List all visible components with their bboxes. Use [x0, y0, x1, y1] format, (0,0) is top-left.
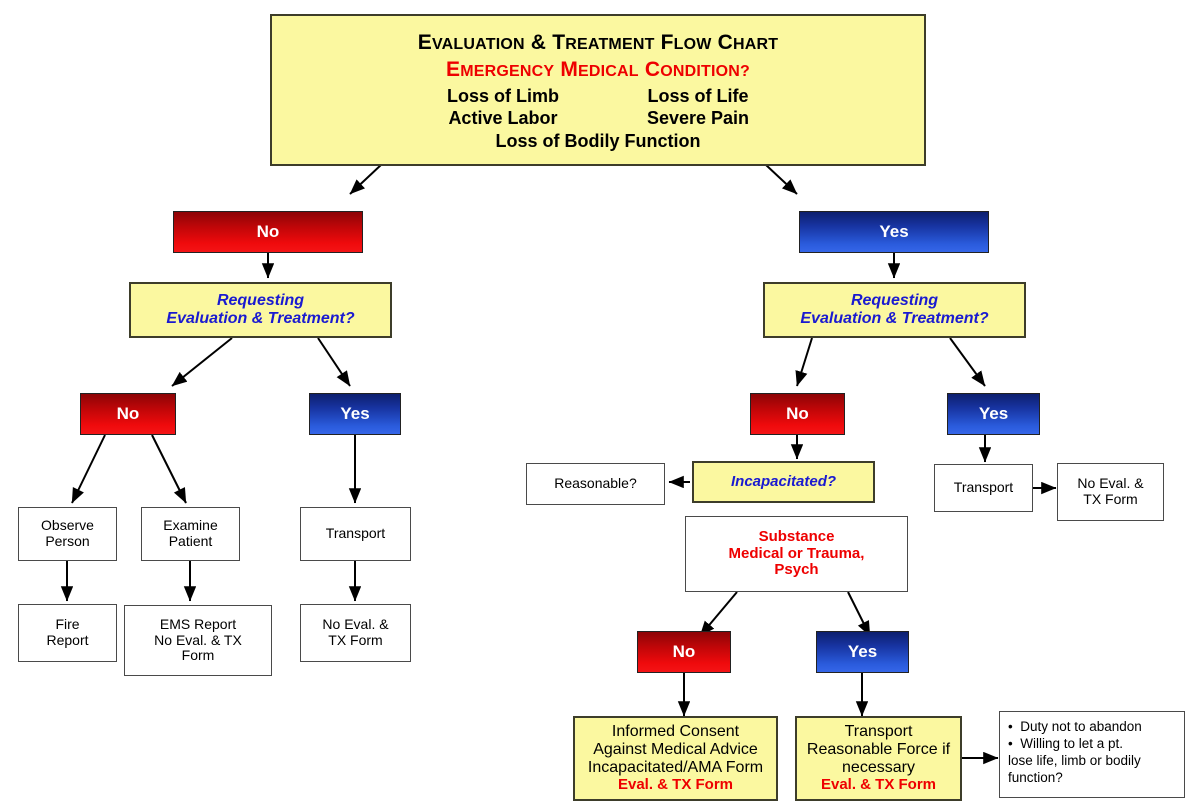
substance-line1: Substance — [758, 527, 835, 545]
informed-consent-line3: Incapacitated/AMA Form — [587, 759, 764, 777]
edge-left-no-to-observe — [71, 434, 106, 504]
examine-patient-line2: Patient — [168, 533, 213, 549]
transport-force-line3: necessary — [842, 759, 915, 777]
right-question-line1: Requesting — [850, 292, 939, 310]
fire-report-box[interactable]: Fire Report — [18, 604, 117, 662]
criteria-column-right: Loss of Life Severe Pain — [647, 86, 749, 128]
substance-line2: Medical or Trauma, — [728, 544, 865, 562]
criteria-severe-pain: Severe Pain — [646, 108, 750, 129]
edge-right-question-to-yes — [949, 337, 986, 387]
left-transport-box[interactable]: Transport — [300, 507, 411, 561]
right-no-eval-tx-form-box[interactable]: No Eval. & TX Form — [1057, 463, 1164, 521]
left-requesting-no-label: No — [116, 404, 140, 424]
edge-left-no-to-examine — [151, 434, 187, 504]
fire-report-line1: Fire — [55, 616, 80, 633]
note-bullet-2: • Willing to let a pt. — [1008, 735, 1124, 751]
left-no-eval-line1: No Eval. & — [322, 616, 389, 633]
fire-report-line2: Report — [46, 632, 89, 648]
right-requesting-question-box[interactable]: Requesting Evaluation & Treatment? — [763, 282, 1026, 338]
left-transport-label: Transport — [325, 525, 386, 542]
incapacitated-label: Incapacitated? — [730, 472, 837, 490]
observe-person-line2: Person — [45, 533, 90, 549]
right-branch-yes-label: Yes — [879, 222, 909, 242]
right-no-eval-line2: TX Form — [1083, 491, 1138, 507]
informed-consent-line1: Informed Consent — [611, 723, 740, 741]
right-requesting-yes-label: Yes — [978, 404, 1009, 424]
criteria-loss-of-limb: Loss of Limb — [446, 86, 559, 107]
right-requesting-yes-chip[interactable]: Yes — [947, 393, 1040, 435]
substance-box[interactable]: Substance Medical or Trauma, Psych — [685, 516, 908, 592]
left-branch-no-label: No — [256, 222, 280, 242]
ems-report-line3: Form — [181, 647, 215, 664]
note-continuation-1: lose life, limb or bodily — [1008, 752, 1141, 768]
criteria-active-labor: Active Labor — [448, 108, 558, 129]
substance-yes-label: Yes — [847, 642, 878, 662]
left-no-eval-tx-form-box[interactable]: No Eval. & TX Form — [300, 604, 411, 662]
edge-right-question-to-no — [795, 337, 813, 387]
examine-patient-line1: Examine — [163, 517, 218, 534]
observe-person-line1: Observe — [41, 517, 94, 534]
criteria-loss-of-life: Loss of Life — [647, 86, 749, 107]
transport-reasonable-force-box[interactable]: Transport Reasonable Force if necessary … — [795, 716, 962, 801]
duty-note-box: • Duty not to abandon • Willing to let a… — [999, 711, 1185, 798]
right-question-line2: Evaluation & Treatment? — [800, 310, 989, 327]
left-requesting-yes-chip[interactable]: Yes — [309, 393, 401, 435]
transport-force-form-label: Eval. & TX Form — [820, 775, 937, 793]
substance-yes-chip[interactable]: Yes — [816, 631, 909, 673]
left-requesting-yes-label: Yes — [340, 404, 370, 424]
incapacitated-box[interactable]: Incapacitated? — [692, 461, 875, 503]
edge-substance-to-yes — [847, 591, 871, 637]
right-requesting-no-chip[interactable]: No — [750, 393, 845, 435]
ems-report-line1: EMS Report — [159, 615, 237, 632]
right-no-eval-line1: No Eval. & — [1077, 475, 1144, 492]
right-branch-yes-chip[interactable]: Yes — [799, 211, 989, 253]
header-box: EVALUATION & TREATMENT FLOW CHART EMERGE… — [270, 14, 926, 166]
informed-consent-form-label: Eval. & TX Form — [617, 775, 734, 793]
note-bullet-1: • Duty not to abandon — [1008, 719, 1142, 734]
ems-report-box[interactable]: EMS Report No Eval. & TX Form — [124, 605, 272, 676]
ems-report-line2: No Eval. & TX — [154, 631, 242, 648]
informed-consent-box[interactable]: Informed Consent Against Medical Advice … — [573, 716, 778, 801]
criteria-column-left: Loss of Limb Active Labor — [447, 86, 559, 128]
substance-no-chip[interactable]: No — [637, 631, 731, 673]
substance-no-label: No — [672, 642, 696, 662]
reasonable-box[interactable]: Reasonable? — [526, 463, 665, 505]
reasonable-label: Reasonable? — [554, 475, 637, 492]
criteria-columns: Loss of Limb Active Labor Loss of Life S… — [447, 86, 749, 128]
chart-subtitle: EMERGENCY MEDICAL CONDITION? — [445, 57, 750, 81]
transport-force-line2: Reasonable Force if — [806, 741, 951, 759]
informed-consent-line2: Against Medical Advice — [593, 741, 758, 759]
left-question-line2: Evaluation & Treatment? — [166, 310, 355, 327]
criteria-loss-of-bodily-function: Loss of Bodily Function — [495, 130, 701, 151]
left-no-eval-line2: TX Form — [328, 632, 383, 648]
transport-force-line1: Transport — [844, 723, 913, 741]
examine-patient-box[interactable]: Examine Patient — [141, 507, 240, 561]
left-requesting-question-box[interactable]: Requesting Evaluation & Treatment? — [129, 282, 392, 338]
edge-left-question-to-yes — [317, 337, 351, 387]
right-transport-box[interactable]: Transport — [934, 464, 1033, 512]
note-continuation-2: function? — [1008, 769, 1063, 785]
left-question-line1: Requesting — [216, 292, 305, 310]
left-branch-no-chip[interactable]: No — [173, 211, 363, 253]
right-transport-label: Transport — [953, 479, 1014, 496]
observe-person-box[interactable]: Observe Person — [18, 507, 117, 561]
left-requesting-no-chip[interactable]: No — [80, 393, 176, 435]
right-requesting-no-label: No — [786, 404, 809, 424]
edge-substance-to-no — [699, 591, 738, 637]
edge-left-question-to-no — [171, 337, 233, 387]
chart-title: EVALUATION & TREATMENT FLOW CHART — [417, 31, 779, 55]
substance-line3: Psych — [774, 561, 819, 579]
